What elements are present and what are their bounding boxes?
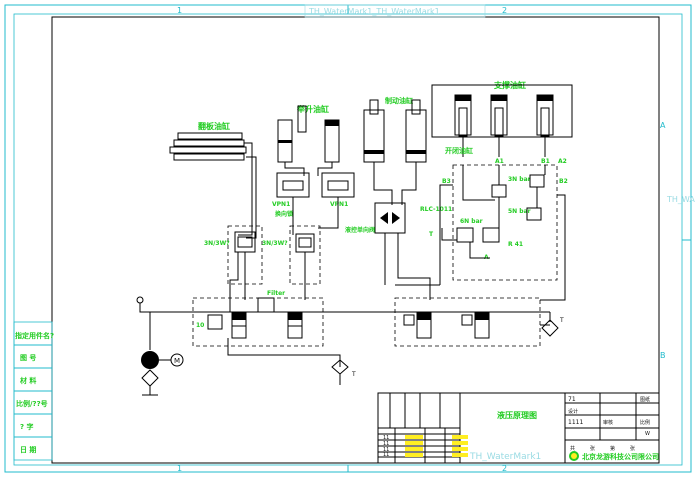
- right-label-3: W: [645, 431, 650, 437]
- row-label-2: 11: [383, 435, 389, 441]
- label-t-valve: T: [429, 231, 434, 238]
- approval-0: 设计: [568, 408, 578, 415]
- vpn-left-label: VPN1: [272, 201, 290, 208]
- left-label-2: 材 料: [19, 376, 36, 385]
- watermark-top: TH_WaterMark1_TH_WaterMark1: [308, 7, 440, 16]
- label-3n-right: 3N/3W?: [262, 240, 288, 247]
- port-a2: A2: [558, 158, 567, 165]
- port-a1: A1: [495, 158, 504, 165]
- label-3n-left: 3N/3W?: [204, 240, 230, 247]
- port-b2: B2: [559, 178, 568, 185]
- inner-frame: [13, 13, 683, 466]
- row-label-4: 11: [383, 447, 389, 453]
- right-label-2: 比例: [640, 419, 650, 426]
- left-label-3: 比例/??号: [16, 399, 48, 408]
- zone-bottom-1: 1: [177, 464, 182, 473]
- label-3n-bar: 3N bar: [508, 176, 531, 183]
- main-valve-bank-right: [394, 297, 550, 347]
- sheet-info-0: 共: [570, 445, 575, 452]
- right-valve-block: RLC-1011 3N bar 5N bar 6N bar R 41 T A: [420, 164, 566, 285]
- tank-symbols: T T: [331, 312, 564, 385]
- row-label-3: 11: [383, 441, 389, 447]
- brake-cylinder-label: 制动油缸: [385, 96, 413, 105]
- main-valve-bank-left: Filter 10: [150, 290, 395, 365]
- label-filter: Filter: [267, 290, 285, 297]
- lift-cylinders: 举升油缸 VPN1 VPN1 换向锁: [272, 104, 355, 235]
- sheet-info-1: 张: [590, 445, 595, 452]
- approval-1: 审核: [603, 419, 613, 426]
- vpn-right-label: VPN1: [330, 201, 348, 208]
- left-label-5: 日 期: [20, 445, 36, 454]
- watermark-bottom: TH_WaterMark1: [469, 452, 541, 462]
- tank-label-bottom: T: [351, 371, 356, 378]
- row-label-5: 11: [383, 452, 389, 458]
- drawing-title: 液压原理图: [497, 410, 537, 420]
- zone-right-a: A: [660, 121, 666, 130]
- row-label-0: 71: [568, 396, 576, 403]
- outer-frame: [4, 4, 692, 473]
- valve-rlc-label: RLC-1011: [420, 206, 452, 213]
- label-ten: 10: [196, 322, 204, 329]
- row-label-1: 1111: [568, 419, 583, 426]
- port-b1: B1: [541, 158, 550, 165]
- hydraulic-lock-label: 液控单向阀: [345, 226, 375, 234]
- sheet-info-3: 张: [630, 445, 635, 452]
- zone-right-b: B: [660, 351, 666, 360]
- zone-top-2: 2: [502, 6, 507, 15]
- port-b3: B3: [442, 178, 451, 185]
- motor-label: M: [174, 357, 180, 365]
- open-close-cylinder-label: 开闭油缸: [445, 146, 473, 155]
- tank-label-right: T: [559, 317, 564, 324]
- tilt-cylinder: 翻板油缸: [169, 121, 257, 239]
- title-block: 11 11 11 11 液压原理图 71 设计 1111 审核 图纸 比例 W …: [377, 392, 660, 464]
- support-cylinders: 支撑油缸 开闭油缸 A1 B1 A2 B2 B3: [431, 80, 573, 185]
- label-r41: R 41: [508, 241, 523, 248]
- vpn-lock-label: 换向锁: [275, 210, 293, 218]
- left-info-column: 指定用件名? 图 号 材 料 比例/??号 ? 字 日 期: [13, 321, 54, 461]
- left-label-0: 指定用件名?: [15, 331, 54, 340]
- left-label-4: ? 字: [20, 422, 34, 431]
- pump-motor: M: [136, 296, 184, 396]
- label-6n-bar: 6N bar: [460, 218, 483, 225]
- label-5n-bar: 5N bar: [508, 208, 531, 215]
- hydraulic-circuit: 翻板油缸 举升油缸 VPN1 VPN1 换向锁 制动油缸: [136, 80, 573, 396]
- company-name: 北京龙游科技公司限公司: [582, 452, 659, 461]
- zone-bottom-2: 2: [502, 464, 507, 473]
- left-label-1: 图 号: [20, 353, 36, 362]
- lift-cylinder-label: 举升油缸: [296, 104, 329, 114]
- brake-cylinders: 制动油缸 液控单向阀: [345, 96, 431, 300]
- zone-top-1: 1: [177, 6, 182, 15]
- tilt-cylinder-label: 翻板油缸: [198, 121, 230, 131]
- watermark-right: TH_WA: [666, 195, 695, 204]
- left-mid-valves: 3N/3W? 3N/3W?: [204, 225, 321, 300]
- sheet-info-2: 第: [610, 445, 615, 452]
- right-label-0: 图纸: [640, 396, 650, 403]
